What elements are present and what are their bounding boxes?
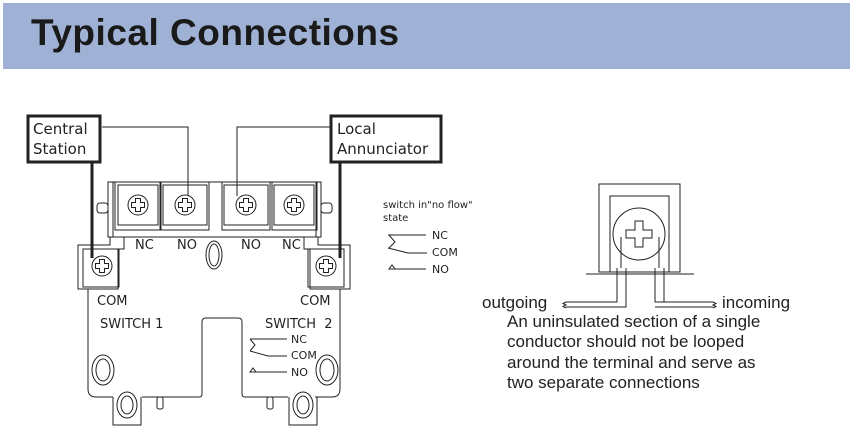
legend-no-label: NO — [432, 263, 449, 276]
terminal-screw-com-1 — [91, 255, 113, 277]
central-station-label-2: Station — [33, 140, 86, 158]
note-line-2: conductor should not be looped — [507, 332, 744, 351]
incoming-label: incoming — [722, 293, 790, 312]
inline-com-label: COM — [291, 349, 317, 362]
outgoing-label: outgoing — [482, 293, 547, 312]
switch-body — [77, 181, 351, 426]
local-annunciator-label-2: Annunciator — [337, 140, 429, 158]
terminal-screw-nc-2 — [283, 194, 305, 216]
central-station-label-1: Central — [33, 120, 88, 138]
terminal-screw-no-1 — [174, 194, 196, 216]
local-annunciator-box: Local Annunciator — [329, 114, 443, 164]
terminal-label-no-1: NO — [177, 238, 197, 253]
note-line-1: An uninsulated section of a single — [507, 312, 760, 331]
terminal-screw-com-2 — [315, 255, 337, 277]
single-terminal-diagram — [561, 183, 718, 309]
legend-com-label: COM — [432, 246, 458, 259]
com-label-left: COM — [97, 294, 128, 309]
terminal-label-nc-2: NC — [282, 238, 301, 253]
central-station-box: Central Station — [26, 114, 102, 164]
note-line-3: around the terminal and serve as — [507, 353, 756, 372]
terminal-screw-nc-1 — [127, 194, 149, 216]
inline-no-label: NO — [291, 366, 308, 379]
page-title: Typical Connections — [31, 12, 400, 53]
note-line-4: two separate connections — [507, 373, 700, 392]
switch-symbol-inline — [249, 338, 287, 373]
com-label-right: COM — [300, 294, 331, 309]
switch-state-legend: switch in"no flow" state NC COM NO — [383, 200, 473, 276]
local-annunciator-label-1: Local — [337, 120, 376, 138]
legend-caption-line2: state — [383, 213, 408, 224]
switch1-label: SWITCH 1 — [100, 317, 163, 332]
legend-caption-line1: switch in"no flow" — [383, 200, 473, 211]
terminal-screw-no-2 — [235, 194, 257, 216]
wiring — [90, 126, 342, 258]
header-bar: Typical Connections — [3, 3, 850, 69]
terminal-label-nc-1: NC — [135, 238, 154, 253]
inline-nc-label: NC — [291, 333, 307, 346]
legend-nc-label: NC — [432, 229, 448, 242]
switch-symbol-legend — [387, 234, 427, 270]
terminal-label-no-2: NO — [241, 238, 261, 253]
switch2-label: SWITCH 2 — [265, 317, 333, 332]
